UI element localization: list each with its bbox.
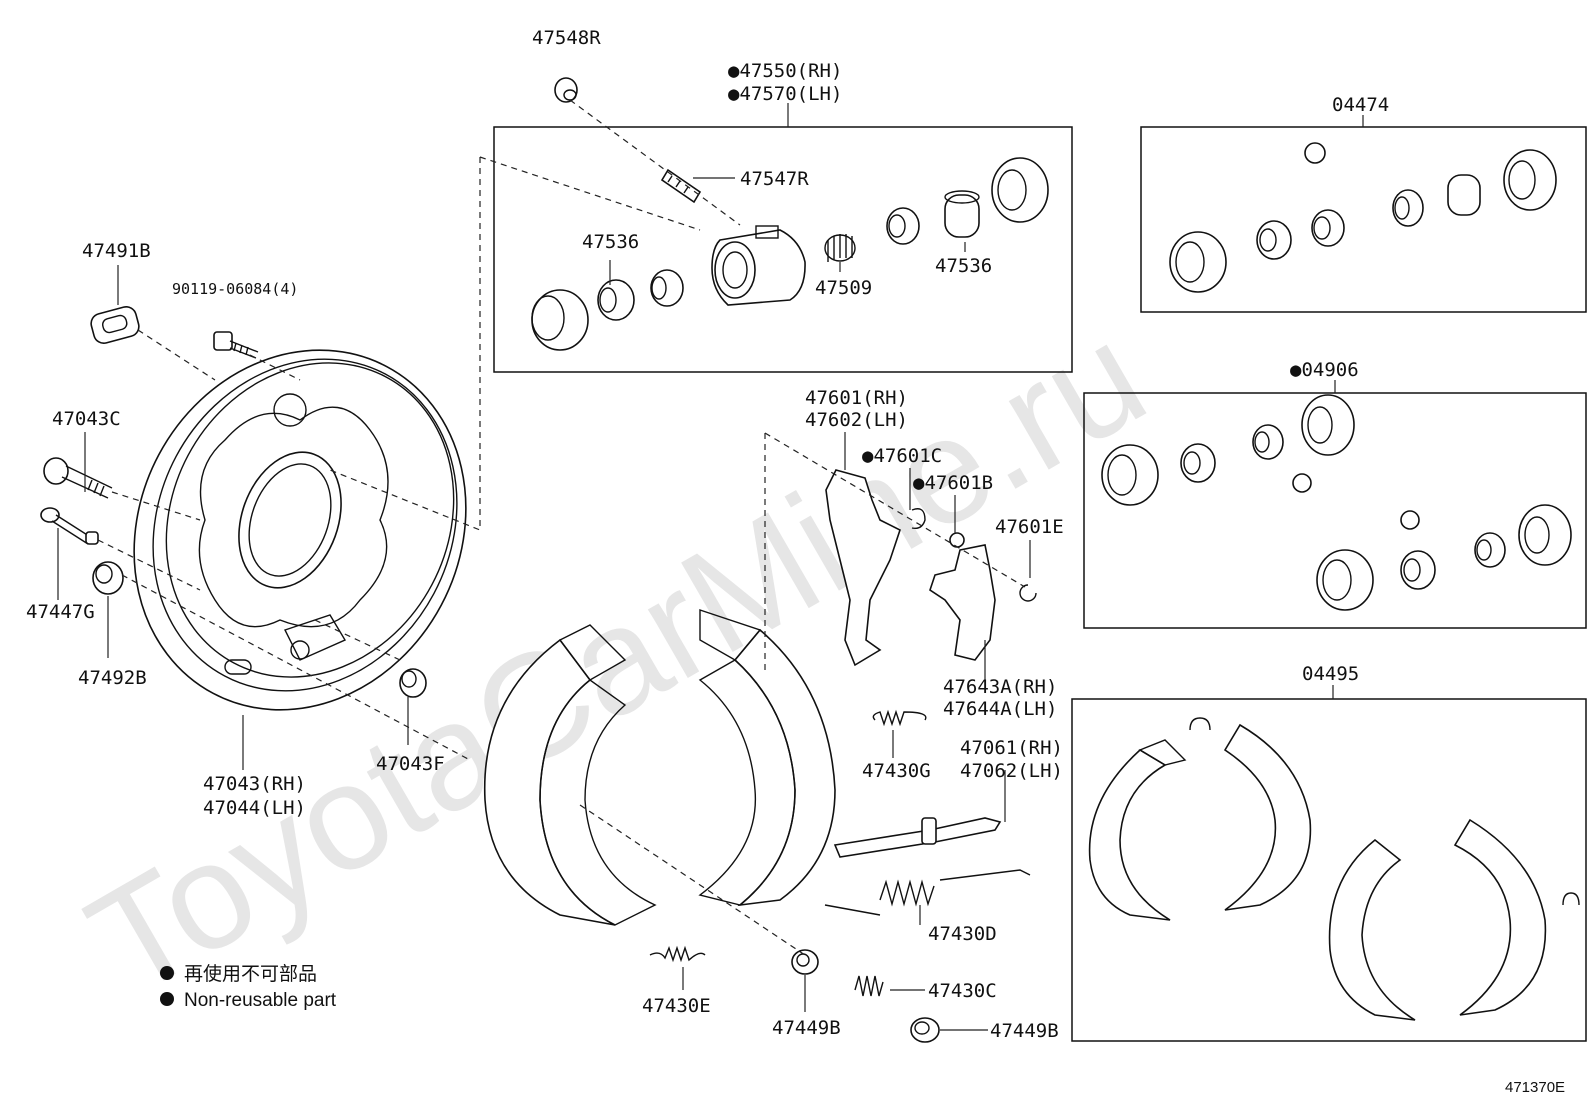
boot-47536-left	[531, 289, 589, 351]
bolt-90119	[213, 331, 259, 359]
spring-47430E	[649, 945, 706, 963]
kit-04495-box	[1071, 698, 1587, 1042]
label-47043RH: 47043(RH)	[203, 773, 306, 795]
label-47536-right: 47536	[935, 255, 992, 277]
plug-47492B	[92, 561, 124, 595]
label-47044LH: 47044(LH)	[203, 797, 306, 819]
strut-47643A	[929, 544, 996, 661]
pin-47447G	[40, 507, 99, 545]
label-47062: 47062(LH)	[960, 760, 1063, 782]
figure-code: 471370E	[1505, 1079, 1565, 1096]
spring-47430D	[824, 869, 1031, 916]
wheel-cylinder-body	[711, 225, 806, 306]
label-90119: 90119-06084(4)	[172, 280, 298, 298]
adjuster-47061	[833, 817, 1002, 858]
cup-right	[886, 207, 920, 245]
cup-47449B-a	[791, 949, 819, 975]
label-47547R: 47547R	[740, 168, 809, 190]
label-47570: ●47570(LH)	[728, 83, 842, 105]
label-04906: ●04906	[1290, 359, 1359, 381]
label-47430D: 47430D	[928, 923, 997, 945]
legend-jp: 再使用不可部品	[184, 963, 317, 985]
brake-shoe-trailing	[698, 609, 836, 907]
cup-47449B-b	[910, 1017, 940, 1043]
label-47643A: 47643A(RH)	[943, 676, 1057, 698]
kit-04495-parts	[1088, 717, 1580, 1021]
label-47449B-a: 47449B	[772, 1017, 841, 1039]
cup-left	[650, 269, 684, 307]
label-47601: 47601(RH)	[805, 387, 908, 409]
bolt-47043C	[43, 457, 113, 499]
label-47601C: ●47601C	[862, 445, 942, 467]
label-47491B: 47491B	[82, 240, 151, 262]
boot-47536-right	[991, 157, 1049, 223]
parking-lever-47601	[825, 469, 901, 667]
bleeder-plug-47547R	[660, 168, 702, 204]
kit-04474-parts	[1169, 142, 1557, 293]
backing-plate	[133, 349, 467, 711]
label-47447G: 47447G	[26, 601, 95, 623]
piston-right	[944, 190, 980, 238]
label-47550: ●47550(RH)	[728, 60, 842, 82]
label-47043F: 47043F	[376, 753, 445, 775]
label-47061: 47061(RH)	[960, 737, 1063, 759]
legend-dot-en	[160, 992, 174, 1006]
label-47449B-b: 47449B	[990, 1020, 1059, 1042]
legend-en: Non-reusable part	[184, 990, 337, 1011]
label-47430G: 47430G	[862, 760, 931, 782]
spring-47509	[824, 234, 856, 262]
label-47430C: 47430C	[928, 980, 997, 1002]
legend-dot-jp	[160, 966, 174, 980]
bleeder-cap-47548R	[554, 77, 578, 103]
spring-47430C	[854, 975, 884, 997]
label-47043C: 47043C	[52, 408, 121, 430]
plug-47043F	[399, 668, 427, 698]
label-47536-left: 47536	[582, 231, 639, 253]
spring-47430G	[872, 709, 927, 727]
label-04474: 04474	[1332, 94, 1389, 116]
label-04495: 04495	[1302, 663, 1359, 685]
piston-left	[597, 279, 635, 321]
label-47602: 47602(LH)	[805, 409, 908, 431]
label-47644A: 47644A(LH)	[943, 698, 1057, 720]
brake-shoe-leading	[483, 624, 657, 926]
label-47430E: 47430E	[642, 995, 711, 1017]
wheel-cylinder-box	[493, 126, 1073, 373]
label-47601E: 47601E	[995, 516, 1064, 538]
plug-47491B	[90, 306, 140, 344]
kit-04906-parts	[1101, 394, 1572, 611]
label-47509: 47509	[815, 277, 872, 299]
label-47492B: 47492B	[78, 667, 147, 689]
e-clip-47601E	[1019, 584, 1037, 602]
washer-47601B	[949, 532, 965, 548]
washer-47601C	[911, 508, 926, 530]
label-47601B: ●47601B	[913, 472, 993, 494]
label-47548R: 47548R	[532, 27, 601, 49]
